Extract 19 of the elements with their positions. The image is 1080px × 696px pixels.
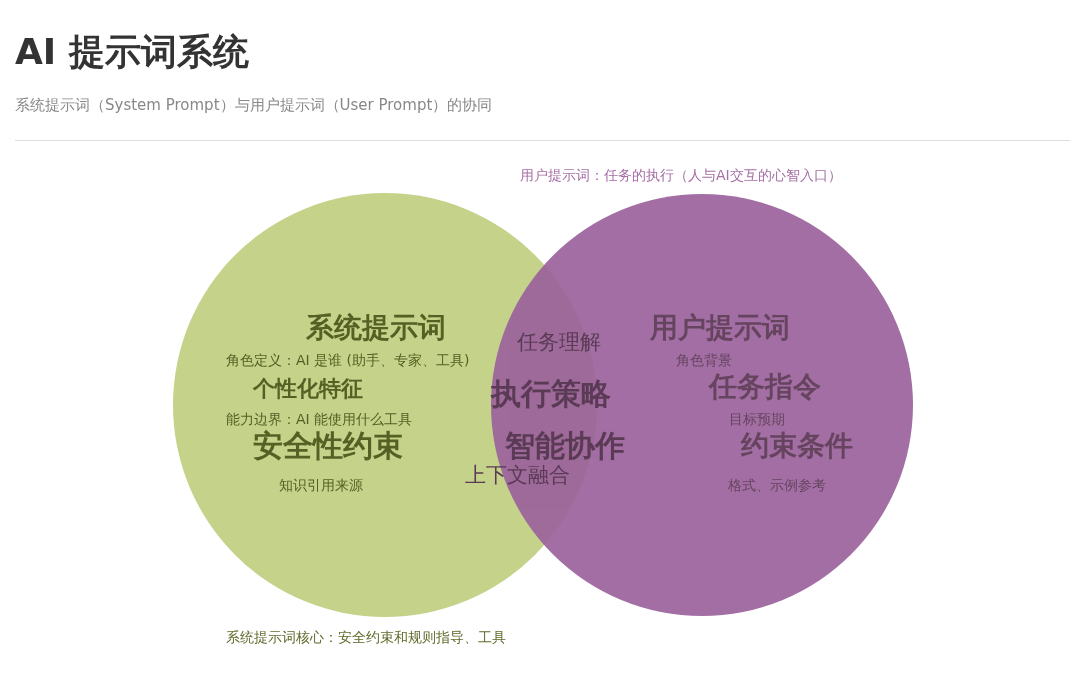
circle-item: 格式、示例参考 bbox=[728, 476, 826, 494]
circle-heading: 安全性约束 bbox=[253, 428, 403, 464]
circle-heading: 任务指令 bbox=[709, 370, 821, 404]
circle-caption: 用户提示词：任务的执行（人与AI交互的心智入口） bbox=[520, 166, 842, 184]
overlap-label: 智能协作 bbox=[505, 428, 625, 464]
subtitle: 系统提示词（System Prompt）与用户提示词（User Prompt）的协同 bbox=[15, 96, 493, 114]
circle-item: 目标预期 bbox=[729, 410, 785, 428]
circle-item: 知识引用来源 bbox=[279, 476, 363, 494]
overlap-label: 执行策略 bbox=[491, 376, 611, 412]
circle-caption: 系统提示词核心：安全约束和规则指导、工具 bbox=[226, 628, 506, 646]
circle-heading: 系统提示词 bbox=[306, 311, 446, 345]
circle-item: 角色定义：AI 是谁 (助手、专家、工具) bbox=[226, 351, 470, 369]
circle-item: 角色背景 bbox=[676, 351, 732, 369]
circle-heading: 用户提示词 bbox=[650, 311, 790, 345]
title: AI 提示词系统 bbox=[15, 30, 249, 74]
overlap-label: 任务理解 bbox=[517, 330, 601, 356]
circle-heading: 个性化特征 bbox=[253, 375, 363, 403]
circle-heading: 约束条件 bbox=[741, 429, 853, 463]
circle-item: 能力边界：AI 能使用什么工具 bbox=[226, 410, 413, 428]
